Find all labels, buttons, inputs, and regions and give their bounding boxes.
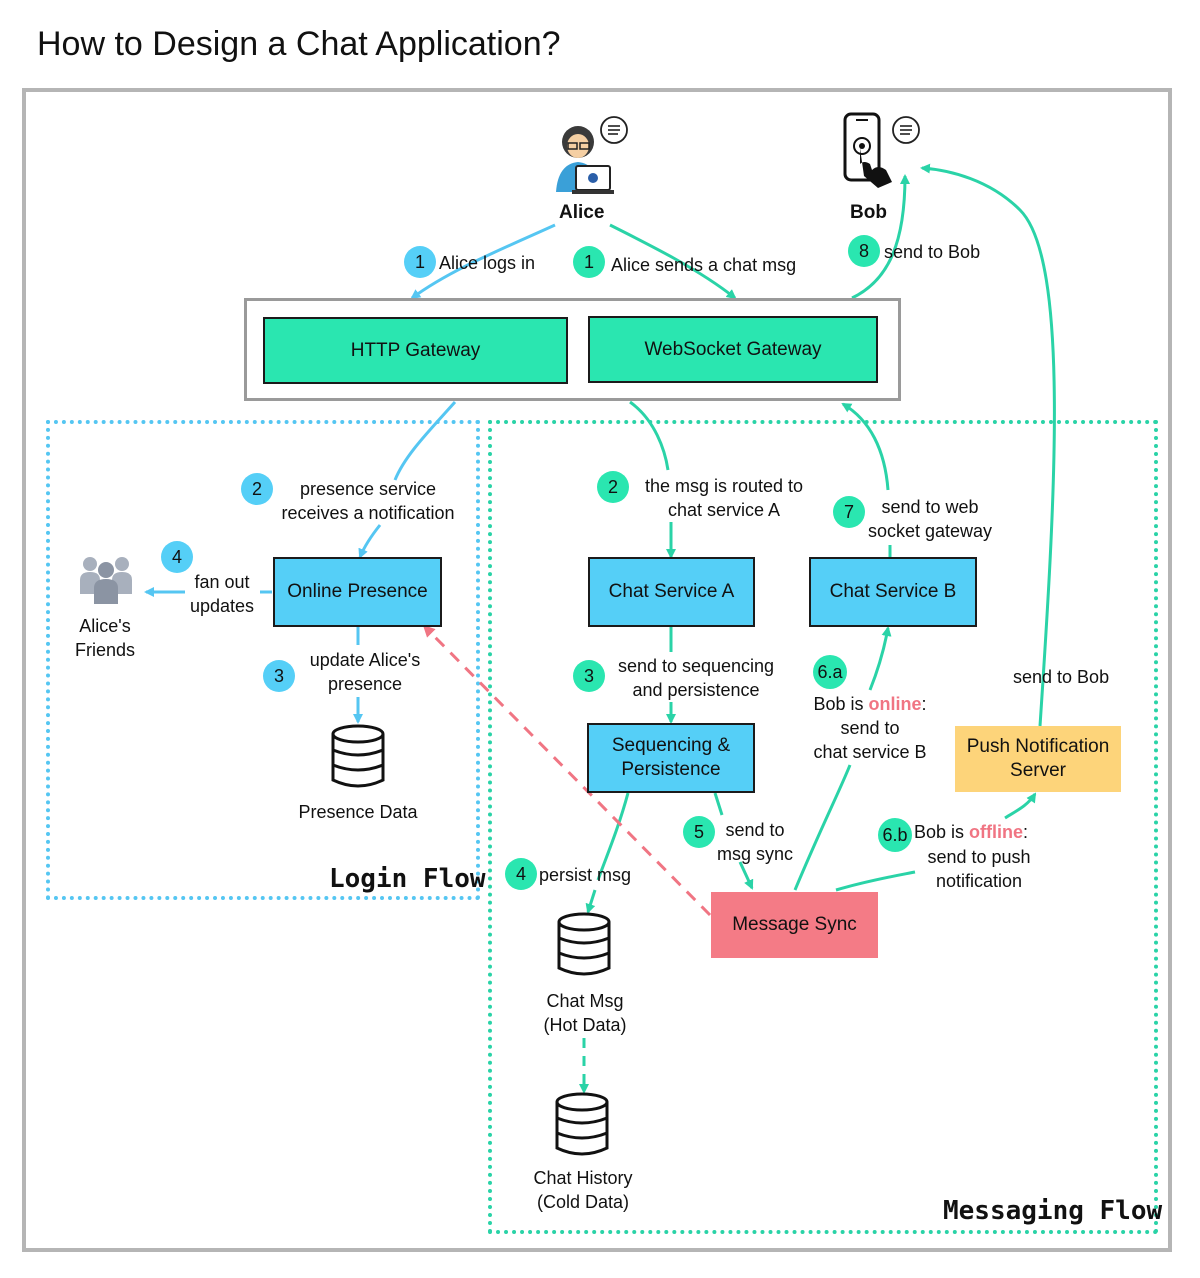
arrow-seq-sync [713,792,724,816]
arrow-http-presence [393,401,457,481]
bob-label: Bob [850,202,887,223]
arrow-ws-chata [629,400,670,471]
step-label: Bob is offline: [914,822,1029,842]
arrow-sync-chatb-2 [868,626,892,691]
step-badge: 1 [573,246,605,278]
step-badge: 2 [241,473,273,505]
step-badge: 1 [404,246,436,278]
arrow-chatb-ws-2 [841,402,890,491]
woman-laptop-icon [556,116,628,194]
step-badge: 7 [833,496,865,528]
database-icon [557,912,611,976]
diagram-frame [22,88,1172,1252]
websocket-gateway[interactable]: WebSocket Gateway [588,316,878,383]
arrow-sync-presence [422,624,712,917]
alice-label: Alice [559,202,605,223]
step-badge: 8 [848,235,880,267]
page-title: How to Design a Chat Application? [37,25,561,63]
arrow-ws-to-bob [851,174,910,300]
arrow-sync-chatb [793,764,852,891]
step-badge: 2 [597,471,629,503]
messaging-flow-region [488,420,1158,1234]
online-presence[interactable]: Online Presence [273,557,442,627]
arrow-seq-db [596,792,630,881]
phone-touch-icon [843,112,920,188]
step-badge: 4 [161,541,193,573]
step-label: Alice logs in [439,253,536,273]
step-label: send to Bob [1013,667,1110,687]
chat-service-b[interactable]: Chat Service B [809,557,977,627]
arrow-push-bob [920,163,1056,727]
arrow-seq-db-2 [585,889,597,914]
step-badge: 3 [573,660,605,692]
message-sync[interactable]: Message Sync [711,892,878,958]
step-label: send to Bob [884,242,981,262]
database-icon [331,724,385,788]
presence-data-label: Presence Data [298,802,418,822]
step-badge: 6.b [878,818,912,852]
step-badge: 3 [263,660,295,692]
step-badge: 4 [505,858,537,890]
http-gateway[interactable]: HTTP Gateway [263,317,568,384]
arrow-sync-push-2 [1004,792,1037,820]
step-label: Bob is online: send to chat service B [813,694,927,762]
step-label: persist msg [539,865,632,885]
arrow-alice-login [410,223,556,300]
step-label: Alice sends a chat msg [611,255,797,275]
login-flow-region [46,420,480,900]
database-icon [555,1092,609,1156]
arrow-seq-sync-2 [738,861,754,890]
sequencing-persistence[interactable]: Sequencing &Persistence [587,723,755,793]
chat-history-label: Chat History(Cold Data) [533,1168,633,1212]
arrow-http-presence-2 [358,524,382,559]
arrow-sync-push [835,870,916,892]
messaging-flow-title: Messaging Flow [943,1196,1163,1226]
step-badge: 6.a [813,655,847,689]
step-badge: 5 [683,816,715,848]
arrow-alice-send [609,223,737,300]
login-flow-title: Login Flow [329,864,486,894]
chat-service-a[interactable]: Chat Service A [588,557,755,627]
chat-msg-label: Chat Msg(Hot Data) [543,991,627,1035]
group-users-icon [80,557,132,604]
